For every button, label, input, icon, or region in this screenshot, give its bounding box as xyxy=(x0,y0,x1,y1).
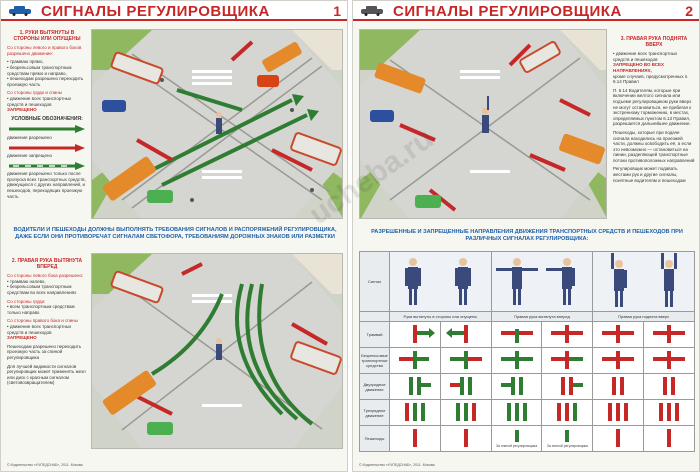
section-1-p3: • безрельсовым транспортным средствам пр… xyxy=(7,64,72,76)
section-1-p6-red: ЗАПРЕЩЕНО xyxy=(7,107,37,113)
arrow-cell xyxy=(592,347,645,374)
section-2-p5: • всем транспортным средствам только нап… xyxy=(7,304,75,315)
arrow-cell xyxy=(592,425,645,452)
arrow-cell xyxy=(592,321,645,348)
poster-2: СИГНАЛЫ РЕГУЛИРОВЩИКА 2 3. ПРАВАЯ РУКА П… xyxy=(352,0,700,472)
section-3-heading: 3. ПРАВАЯ РУКА ПОДНЯТА ВВЕРХ xyxy=(620,36,688,48)
intersection-scene-2 xyxy=(91,253,343,449)
car-icon xyxy=(9,6,31,16)
arrow-cell xyxy=(389,399,441,426)
section-2-p7: • движение всех транспортных средств и п… xyxy=(7,323,72,335)
section-2-p1: Со стороны левого бока разрешено: xyxy=(7,273,84,279)
poster-2-header: СИГНАЛЫ РЕГУЛИРОВЩИКА 2 xyxy=(353,1,699,21)
page-number: 1 xyxy=(333,3,341,19)
arrow-cell xyxy=(541,399,594,426)
poster-1: СИГНАЛЫ РЕГУЛИРОВЩИКА 1 1. РУКИ ВЫТЯНУТЫ… xyxy=(0,0,348,472)
arrow-cell xyxy=(643,425,695,452)
section-2-p9: Для лучшей видимости сигналов регулировщ… xyxy=(7,363,86,386)
ped-note-cell: За спиной регулировщика xyxy=(490,425,543,452)
signals-table: Сигнал Руки вытянуты в стороны или опуще… xyxy=(359,251,695,452)
section-3-text: 3. ПРАВАЯ РУКА ПОДНЯТА ВВЕРХ • движение … xyxy=(613,36,695,183)
row-label-two-lane: Двухрядное движение xyxy=(359,373,390,400)
arrow-cell xyxy=(439,347,492,374)
arrow-cell xyxy=(643,321,695,348)
arrow-cell xyxy=(541,321,594,348)
arrow-cell xyxy=(490,321,543,348)
footer-1: © Издательство «УЧПЕДСНАБ», 2011. Москва xyxy=(7,463,83,467)
intersection-scene-3 xyxy=(359,29,607,219)
figure-arms-sides xyxy=(389,251,492,312)
col-caption-2: Правая рука вытянута вперед xyxy=(490,311,594,322)
row-label-three-lane: Трехрядное движение xyxy=(359,399,390,426)
arrow-cell xyxy=(643,347,695,374)
section-3-p4: Пешеходы, которые при подаче сигнала нах… xyxy=(613,129,695,163)
figure-right-arm-up xyxy=(592,251,695,312)
section-1-p4: • пешеходам разрешено переходить проезжу… xyxy=(7,76,84,87)
section-2-heading: 2. ПРАВАЯ РУКА ВЫТЯНУТА ВПЕРЕД xyxy=(11,258,83,270)
section-2-p8: Пешеходам разрешено переходить проезжую … xyxy=(7,343,82,360)
ped-note-cell: За спиной регулировщика xyxy=(541,425,594,452)
arrow-cell xyxy=(592,399,645,426)
intersection-scene-1 xyxy=(91,29,343,219)
arrow-cell xyxy=(541,347,594,374)
legend-green-arrow-icon xyxy=(9,125,85,134)
page-title: СИГНАЛЫ РЕГУЛИРОВЩИКА xyxy=(41,3,270,20)
arrow-cell xyxy=(541,373,594,400)
table-title: РАЗРЕШЕННЫЕ И ЗАПРЕЩЕННЫЕ НАПРАВЛЕНИЯ ДВ… xyxy=(371,229,683,242)
ped-note-1: За спиной регулировщика xyxy=(496,444,538,448)
legend-3: движение разрешено только после пропуска… xyxy=(7,171,86,199)
section-3-p1: • движение всех транспортных средств и п… xyxy=(613,51,678,62)
arrow-cell xyxy=(389,373,441,400)
section-1-p6: • движение всех транспортных средств и п… xyxy=(7,95,72,107)
poster-1-header: СИГНАЛЫ РЕГУЛИРОВЩИКА 1 xyxy=(1,1,347,21)
section-2-text: 2. ПРАВАЯ РУКА ВЫТЯНУТА ВПЕРЕД Со сторон… xyxy=(7,258,87,386)
row-label-trackless: Безрельсовые транспортные средства xyxy=(359,347,390,374)
arrow-cell xyxy=(439,321,492,348)
arrow-cell xyxy=(592,373,645,400)
section-2-p3: • безрельсовым транспортным средствам во… xyxy=(7,284,77,295)
arrow-cell xyxy=(389,425,441,452)
section-2-p7-red: ЗАПРЕЩЕНО xyxy=(7,335,37,341)
ped-note-2: За спиной регулировщика xyxy=(546,444,588,448)
section-2-p2: • трамваю налево, xyxy=(7,278,46,284)
section-3-p1-red: ЗАПРЕЩЕНО ВО ВСЕХ НАПРАВЛЕНИЯХ, xyxy=(613,62,665,73)
legend-dashed-arrow-icon xyxy=(9,161,85,170)
row-label-pedestrians: Пешеходы xyxy=(359,425,390,452)
section-1-p2: • трамваю прямо, xyxy=(7,59,44,65)
figure-right-arm-forward xyxy=(490,251,594,312)
section-2-p4: Со стороны груди: xyxy=(7,298,46,304)
arrow-cell xyxy=(643,399,695,426)
section-3-p5: Регулировщик может подавать жестами рук … xyxy=(613,166,686,183)
col-caption-3: Правая рука поднята вверх xyxy=(592,311,695,322)
legend-title: УСЛОВНЫЕ ОБОЗНАЧЕНИЯ: xyxy=(11,115,83,122)
arrow-cell xyxy=(490,347,543,374)
middle-warning-text: ВОДИТЕЛИ И ПЕШЕХОДЫ ДОЛЖНЫ ВЫПОЛНЯТЬ ТРЕ… xyxy=(13,227,337,240)
page-title: СИГНАЛЫ РЕГУЛИРОВЩИКА xyxy=(393,3,622,20)
legend-red-arrow-icon xyxy=(9,143,85,152)
table-signal-label: Сигнал xyxy=(359,251,390,312)
arrow-cell xyxy=(439,399,492,426)
section-1-p5: Со стороны груди и спины xyxy=(7,90,63,96)
section-2-p6: Со стороны правого бока и спины xyxy=(7,318,78,324)
arrow-cell xyxy=(439,425,492,452)
row-label-tram: Трамвай xyxy=(359,321,390,348)
legend-2: движение запрещено xyxy=(7,153,52,159)
arrow-cell xyxy=(389,347,441,374)
section-1-heading: 1. РУКИ ВЫТЯНУТЫ В СТОРОНЫ ИЛИ ОПУЩЕНЫ xyxy=(13,30,81,42)
col-caption-1: Руки вытянуты в стороны или опущены xyxy=(389,311,492,322)
footer-2: © Издательство «УЧПЕДСНАБ», 2011. Москва xyxy=(359,463,435,467)
arrow-cell xyxy=(490,399,543,426)
page-number: 2 xyxy=(685,3,693,19)
arrow-cell xyxy=(643,373,695,400)
section-1-text: 1. РУКИ ВЫТЯНУТЫ В СТОРОНЫ ИЛИ ОПУЩЕНЫ С… xyxy=(7,30,87,199)
section-1-p1: Со стороны левого и правого боков разреш… xyxy=(7,45,82,56)
arrow-cell xyxy=(389,321,441,348)
section-3-p2: кроме случаев, предусмотренных п. 6.14 П… xyxy=(613,73,689,85)
arrow-cell xyxy=(490,373,543,400)
section-3-p3: П. 6.14 Водителям, которые при включении… xyxy=(613,87,692,127)
arrow-cell xyxy=(439,373,492,400)
car-icon xyxy=(361,6,383,16)
legend-1: движение разрешено xyxy=(7,134,52,140)
